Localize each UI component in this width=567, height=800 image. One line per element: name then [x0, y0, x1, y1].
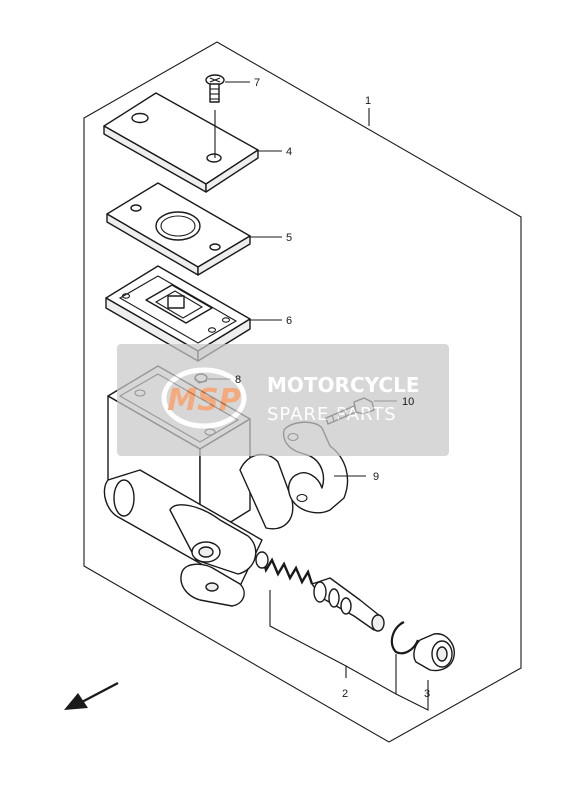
callout-6: 6 — [286, 315, 292, 327]
callout-4: 4 — [286, 146, 292, 158]
callout-10: 10 — [402, 396, 414, 408]
watermark: MSP MOTORCYCLE SPARE PARTS — [117, 344, 449, 456]
callout-9: 9 — [373, 471, 379, 483]
part-7-screw — [205, 74, 225, 103]
part-4-cap — [103, 92, 259, 193]
callout-2: 2 — [342, 688, 348, 700]
callout-5: 5 — [286, 232, 292, 244]
watermark-logo-icon — [161, 367, 247, 429]
assembly-box-outline — [83, 41, 522, 743]
callout-8: 8 — [235, 374, 241, 386]
watermark-line-1: MOTORCYCLE — [267, 373, 419, 397]
watermark-line-2: SPARE PARTS — [267, 404, 397, 425]
callout-7: 7 — [254, 77, 260, 89]
leader-2 — [269, 590, 347, 678]
part-5-plate — [106, 182, 251, 276]
watermark-logo-text: MSP — [167, 383, 240, 418]
callout-3: 3 — [424, 688, 430, 700]
part-3-circlip-boot — [390, 621, 455, 672]
arrow-down-left-icon — [64, 681, 119, 710]
part-2-piston-set — [255, 551, 385, 632]
leader-3 — [395, 654, 429, 711]
callout-1: 1 — [365, 95, 371, 107]
leader-2b — [345, 665, 397, 695]
